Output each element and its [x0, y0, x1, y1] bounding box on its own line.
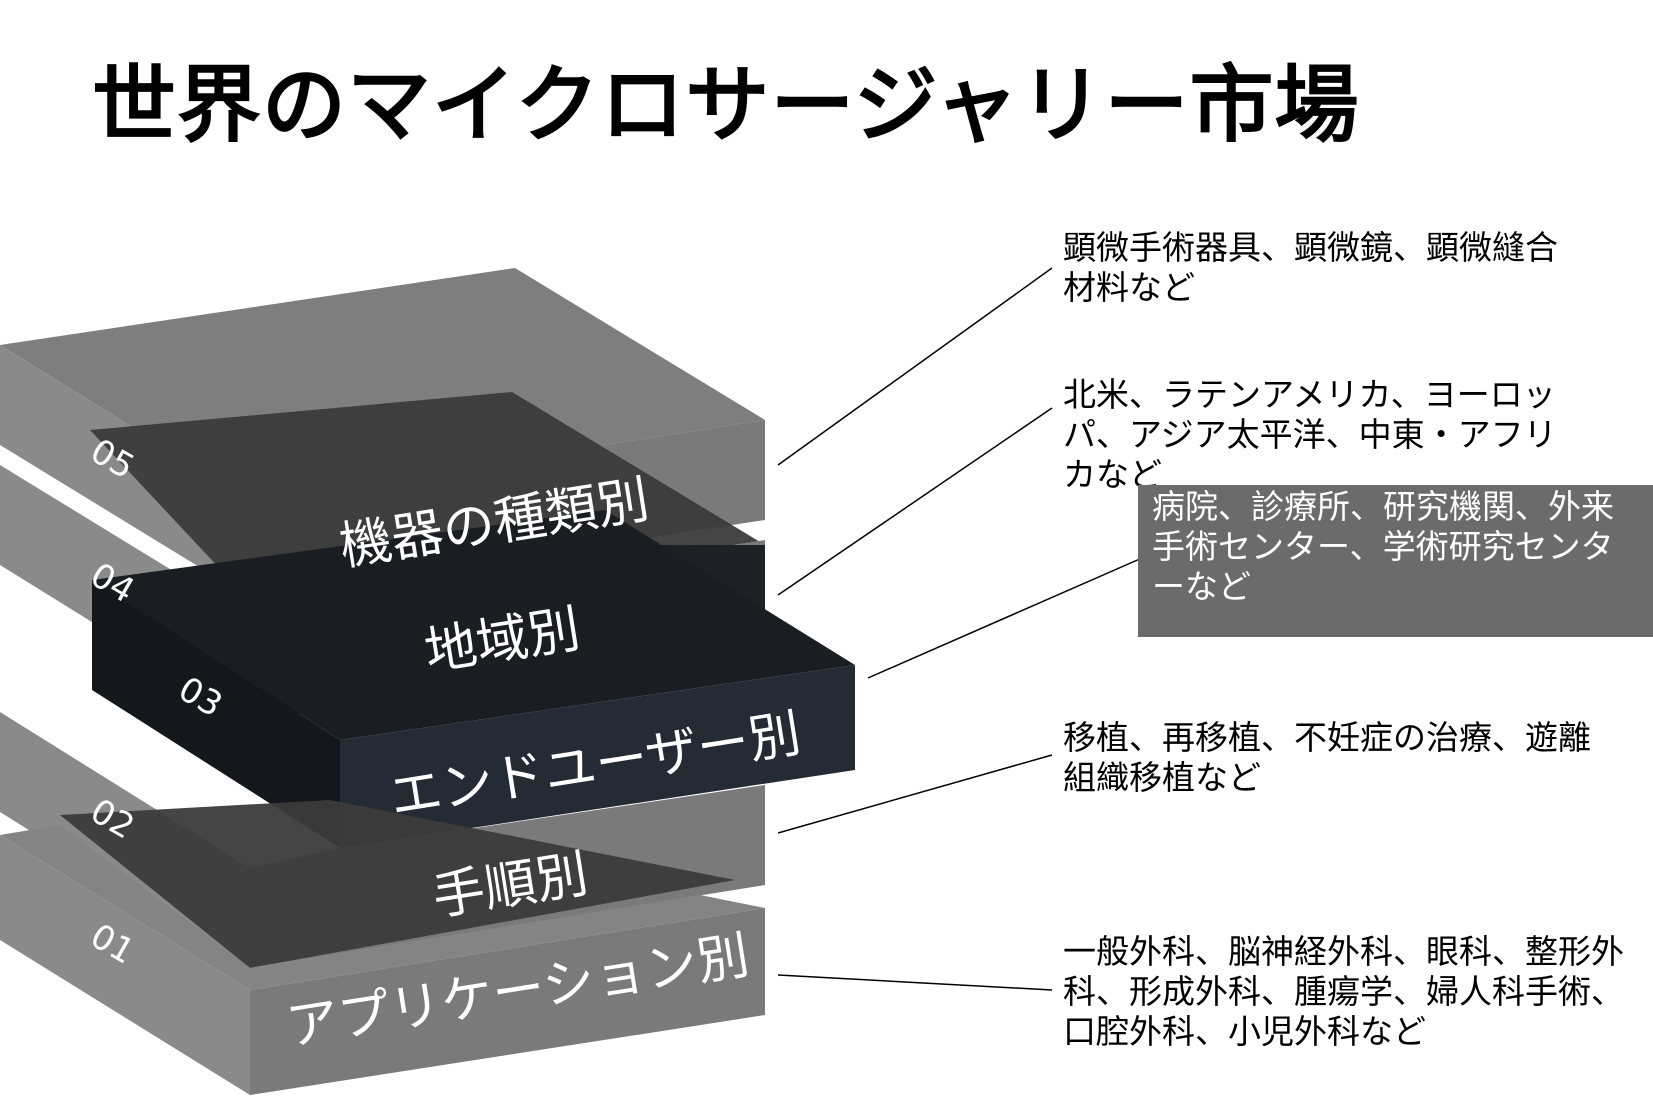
- layer-05-left: [0, 345, 250, 598]
- layer-01-top: [0, 825, 765, 990]
- layer-02-inner: [60, 800, 735, 968]
- layer-01-description: 一般外科、脳神経外科、眼科、整形外科、形成外科、腫瘍学、婦人科手術、口腔外科、小…: [1063, 932, 1624, 1051]
- layer-01-front: [250, 908, 765, 1095]
- page-title: 世界のマイクロサージャリー市場: [92, 56, 1360, 154]
- layer-01: [0, 825, 765, 1095]
- layer-03-description: 病院、診療所、研究機関、外来手術センター、学術研究センターなど: [1138, 485, 1653, 637]
- layer-05-description: 顕微手術器具、顕微鏡、顕微縫合材料など: [1063, 228, 1558, 307]
- layer-03-front: [340, 665, 855, 848]
- connector-03: [867, 557, 1143, 679]
- connector-04: [777, 407, 1053, 596]
- layer-02-description: 移植、再移植、不妊症の治療、遊離組織移植など: [1063, 718, 1591, 797]
- layer-02: [0, 712, 765, 968]
- layer-01-left: [0, 835, 250, 1095]
- connector-05: [777, 267, 1053, 466]
- layer-03: [92, 510, 855, 848]
- layer-03-left: [92, 580, 340, 848]
- layer-03-top: [92, 510, 855, 740]
- connector-02: [777, 754, 1053, 834]
- connector-01: [777, 974, 1053, 991]
- layer-04-description: 北米、ラテンアメリカ、ヨーロッパ、アジア太平洋、中東・アフリカなど: [1063, 375, 1557, 494]
